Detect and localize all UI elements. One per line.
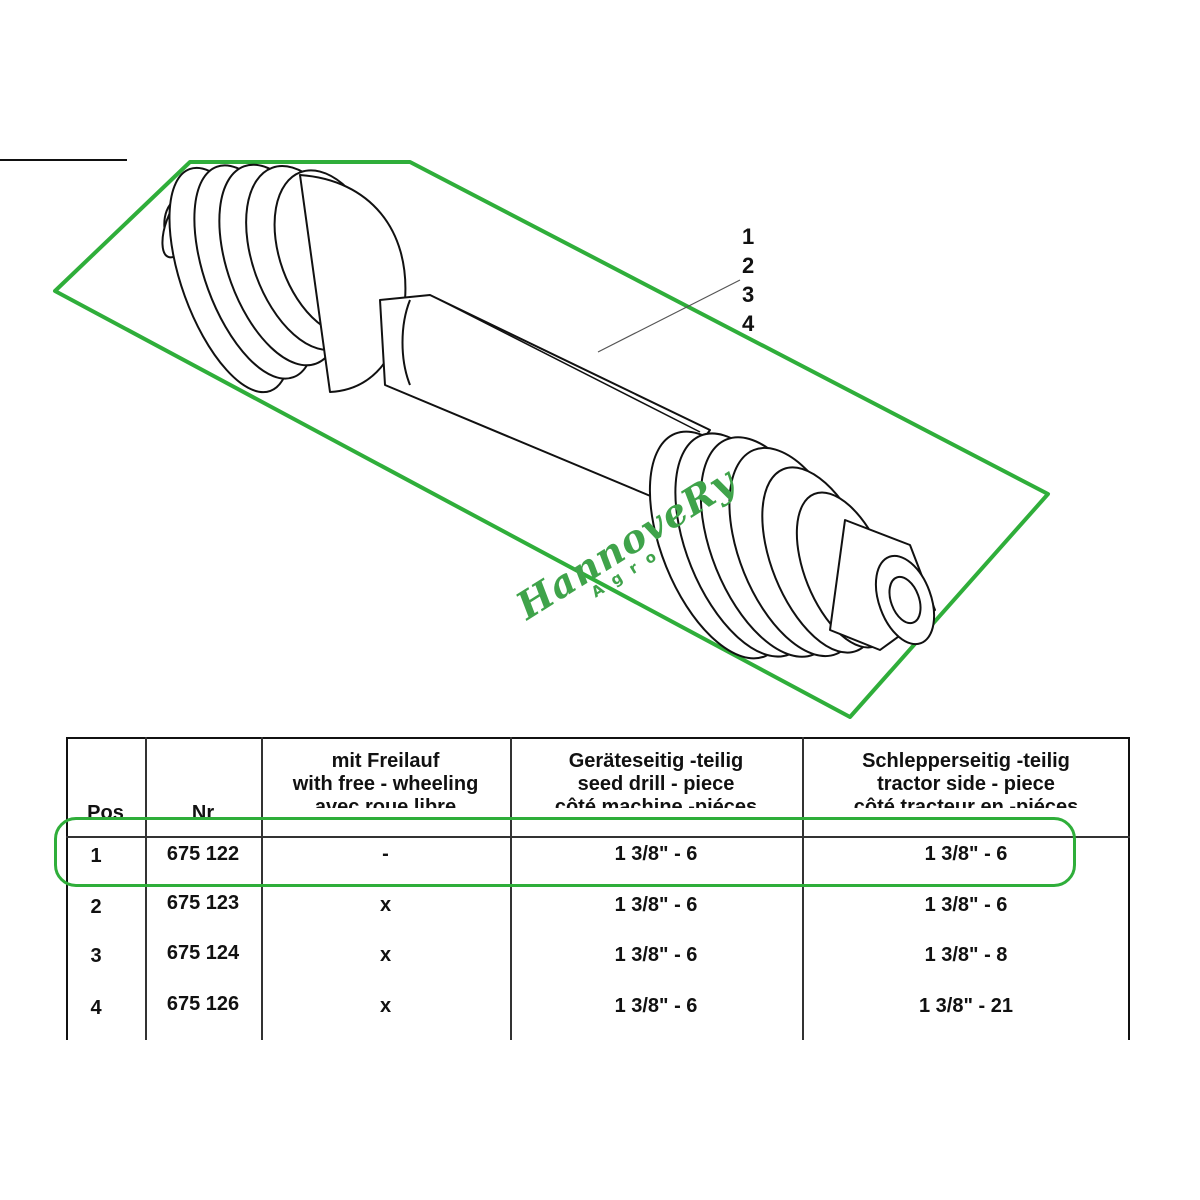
callout-leader [597, 279, 741, 353]
drawing-highlight-frame [53, 160, 1050, 719]
header-implement-side: Geräteseitig -teilig seed drill - piece … [554, 750, 758, 808]
parts-table: Pos Nr mit Freilauf with free - wheeling… [66, 737, 1130, 1040]
row-highlight-oval [54, 817, 1076, 887]
pto-shaft-drawing [53, 160, 1050, 719]
left-guard-cone [168, 163, 407, 394]
callout-2: 2 [742, 253, 755, 278]
callout-4: 4 [742, 311, 755, 336]
header-freewheel: mit Freilauf with free - wheeling avec r… [292, 750, 479, 808]
callout-3: 3 [742, 282, 755, 307]
header-tractor-side: Schlepperseitig -teilig tractor side - p… [853, 750, 1079, 808]
top-rule [0, 159, 127, 161]
callout-1: 1 [742, 224, 755, 249]
callout-numbers: 1 2 3 4 [742, 222, 754, 338]
